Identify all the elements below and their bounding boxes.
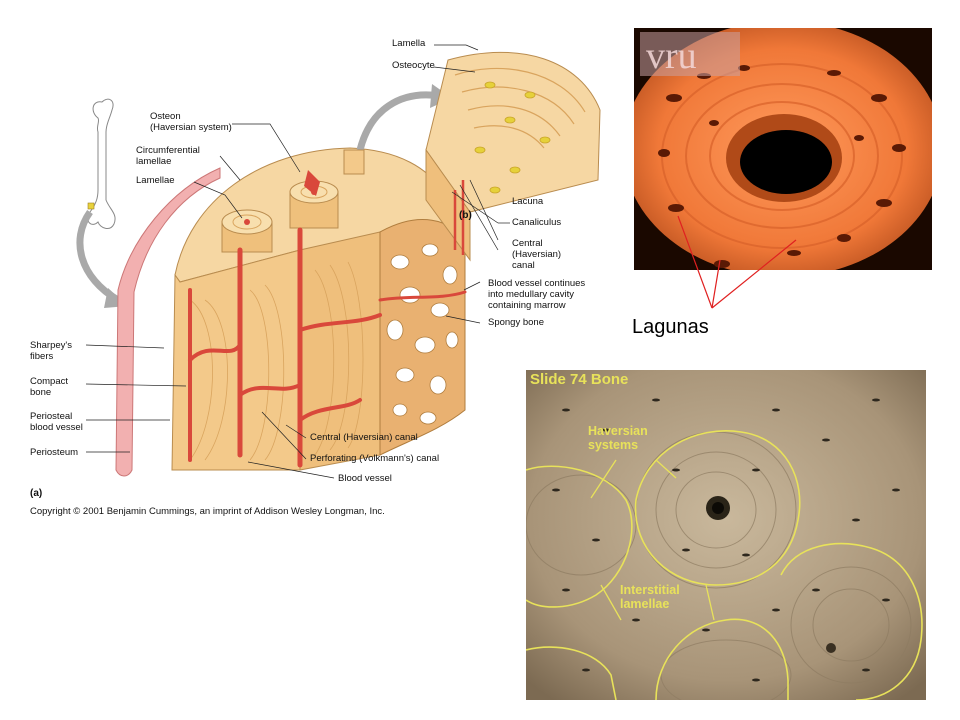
label-lamellae: Lamellae (136, 175, 175, 186)
osteon-outlines (526, 430, 923, 700)
label-central-canal-a: Central (Haversian) canal (310, 432, 418, 443)
label-lacuna: Lacuna (512, 196, 544, 207)
label-blood-vessel: Blood vessel (338, 473, 392, 484)
slide-title: Slide 74 Bone (530, 371, 629, 388)
long-bone-thumbnail (87, 98, 116, 229)
micrograph-photo (526, 370, 926, 700)
annotation-arrows (590, 459, 715, 621)
label-circumferential-lamellae: Circumferential lamellae (136, 145, 200, 167)
label-spongy-bone: Spongy bone (488, 317, 544, 328)
label-interstitial-lamellae: Interstitial lamellae (620, 583, 680, 611)
sample-block (343, 149, 365, 175)
label-periosteal-blood-vessel: Periosteal blood vessel (30, 411, 83, 433)
label-osteon: Osteon (Haversian system) (150, 111, 232, 133)
lamellae-pattern (189, 261, 364, 461)
label-perforating-canal: Perforating (Volkmann's) canal (310, 453, 440, 464)
label-periosteum: Periosteum (30, 447, 79, 458)
blood-vessels (188, 227, 467, 468)
sem-logo: vru (646, 35, 697, 77)
label-haversian-systems: Haversian systems (588, 424, 648, 452)
osteon-zoom-b (425, 51, 601, 262)
leader-lines (85, 44, 510, 479)
copyright-notice: Copyright © 2001 Benjamin Cummings, an i… (30, 506, 385, 517)
label-blood-vessel-marrow: Blood vessel continues into medullary ca… (488, 278, 586, 311)
zoom-arrow-a (76, 209, 120, 304)
osteon-cylinders (221, 170, 339, 253)
label-sharpeys-fibers: Sharpey's fibers (30, 340, 72, 362)
label-canaliculus: Canaliculus (512, 217, 562, 228)
spongy-bone (379, 219, 466, 456)
label-compact-bone: Compact bone (30, 376, 69, 398)
zoom-arrow-b (356, 91, 441, 151)
label-central-canal-b: Central (Haversian) canal (512, 238, 562, 271)
compact-bone-diagram (76, 44, 601, 479)
label-lamella: Lamella (392, 38, 426, 49)
periosteum-layer (115, 167, 221, 477)
lagunas-label: Lagunas (632, 316, 709, 338)
panel-a-label: (a) (30, 488, 43, 499)
lagunas-callout-lines (677, 215, 797, 309)
panel-b-label: (b) (459, 210, 472, 221)
label-osteocyte: Osteocyte (392, 60, 435, 71)
